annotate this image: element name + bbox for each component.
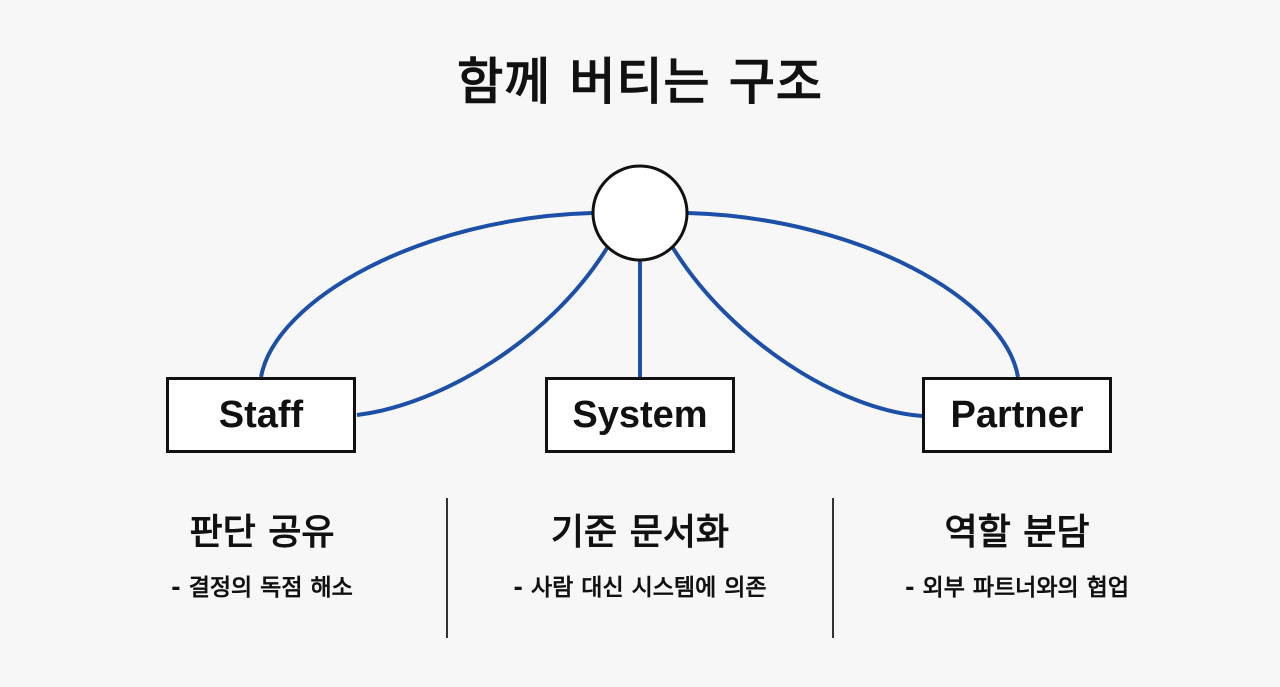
column-detail: - 사람 대신 시스템에 의존 [513, 575, 767, 601]
link-hub-staff-inner [356, 246, 609, 417]
link-hub-partner-outer [687, 211, 1020, 378]
column-detail: - 결정의 독점 해소 [171, 575, 353, 601]
node-system: System [545, 377, 735, 453]
column-system: 기준 문서화 - 사람 대신 시스템에 의존 [490, 505, 790, 605]
column-detail: - 외부 파트너와의 협업 [904, 575, 1129, 601]
column-heading: 역할 분담 [944, 512, 1090, 553]
column-heading: 판단 공유 [189, 512, 335, 553]
hub-node [591, 164, 689, 262]
link-hub-partner-inner [671, 246, 923, 418]
node-partner: Partner [922, 377, 1112, 453]
column-divider [446, 498, 448, 638]
diagram-title: 함께 버티는 구조 [457, 53, 823, 111]
column-divider [832, 498, 834, 638]
node-staff: Staff [166, 377, 356, 453]
column-partner: 역할 분담 - 외부 파트너와의 협업 [867, 505, 1167, 605]
column-heading: 기준 문서화 [550, 512, 730, 553]
column-staff: 판단 공유 - 결정의 독점 해소 [112, 505, 412, 605]
link-hub-staff-outer [259, 211, 593, 378]
